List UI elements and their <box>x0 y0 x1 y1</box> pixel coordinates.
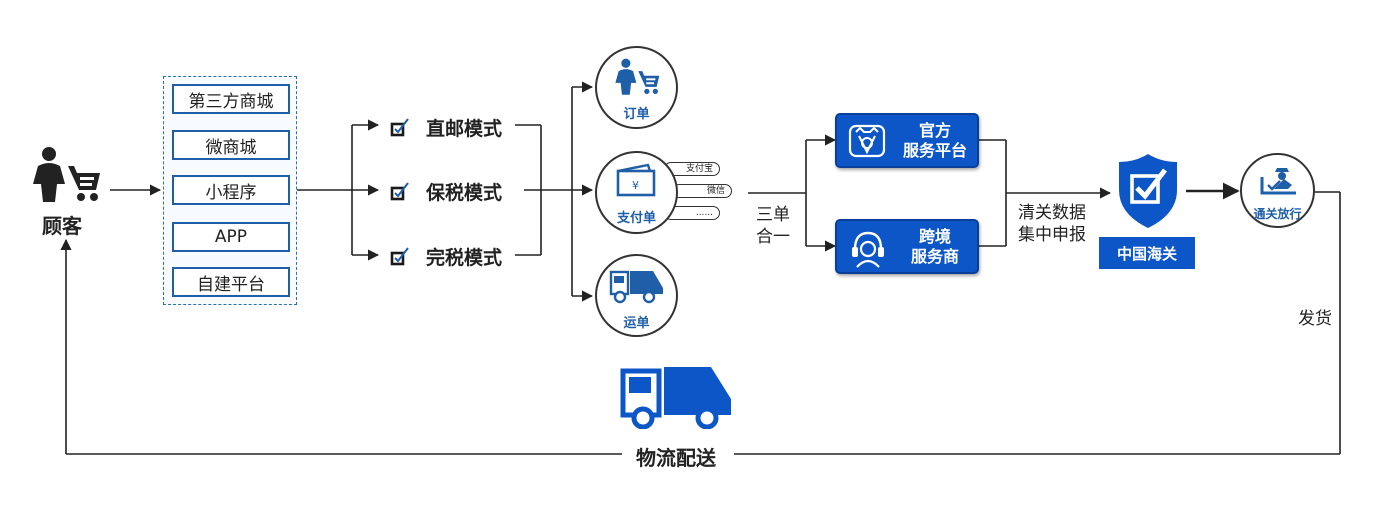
waybill-node: 运单 <box>595 254 678 337</box>
sales-channel-group: 第三方商城 微商城 小程序 APP 自建平台 <box>163 76 297 305</box>
channel-third-party-mall: 第三方商城 <box>172 84 290 114</box>
payment-method-wechat: 微信 <box>672 184 732 198</box>
checkbox-icon <box>390 246 412 268</box>
payment-node: ¥ 支付单 <box>595 151 678 234</box>
ship-label: 发货 <box>1298 309 1332 329</box>
customer-label: 顾客 <box>42 214 82 238</box>
china-customs-badge: 中国海关 <box>1099 237 1195 269</box>
certificate-icon <box>848 124 886 158</box>
mode-bonded: 保税模式 <box>390 178 502 205</box>
waybill-label: 运单 <box>623 316 650 331</box>
payment-method-other: ...... <box>664 206 720 220</box>
customs-release-node: 通关放行 <box>1240 153 1315 228</box>
mode-direct-mail: 直邮模式 <box>390 114 502 141</box>
headset-icon <box>852 231 884 268</box>
cross-border-line1: 跨境 <box>918 227 951 246</box>
wallet-icon: ¥ <box>616 163 656 197</box>
centralized-declaration-label: 清关数据 集中申报 <box>1018 203 1086 245</box>
shopper-cart-icon <box>33 147 100 202</box>
customs-release-label: 通关放行 <box>1253 207 1302 221</box>
china-customs-label: 中国海关 <box>1116 244 1177 263</box>
shopper-cart-icon <box>615 58 660 95</box>
checkbox-icon <box>390 181 412 203</box>
cross-border-service-provider: 跨境 服务商 <box>835 219 979 274</box>
shield-check-icon <box>1119 154 1177 228</box>
mode-label: 直邮模式 <box>426 118 503 140</box>
mode-label: 保税模式 <box>426 182 503 204</box>
svg-text:¥: ¥ <box>632 179 639 192</box>
channel-micro-mall: 微商城 <box>172 130 290 160</box>
mode-duty-paid: 完税模式 <box>390 243 502 270</box>
channel-app: APP <box>172 222 290 252</box>
truck-icon <box>609 270 663 304</box>
officer-desk-icon <box>1260 168 1296 195</box>
official-platform-line2: 服务平台 <box>902 141 967 160</box>
logistics-truck-icon <box>620 367 731 429</box>
checkbox-icon <box>390 117 412 139</box>
official-platform-line1: 官方 <box>918 121 951 140</box>
order-label: 订单 <box>623 107 650 122</box>
three-in-one-label: 三单 合一 <box>756 205 790 247</box>
cross-border-line2: 服务商 <box>910 247 959 266</box>
order-node: 订单 <box>595 46 678 129</box>
customer-node: 顾客 <box>26 146 106 238</box>
logistics-delivery-label: 物流配送 <box>636 446 716 470</box>
payment-label: 支付单 <box>616 211 656 226</box>
payment-method-alipay: 支付宝 <box>664 162 720 176</box>
channel-self-built-platform: 自建平台 <box>172 267 290 297</box>
channel-mini-program: 小程序 <box>172 175 290 205</box>
official-service-platform: 官方 服务平台 <box>835 113 979 168</box>
mode-label: 完税模式 <box>426 247 503 269</box>
